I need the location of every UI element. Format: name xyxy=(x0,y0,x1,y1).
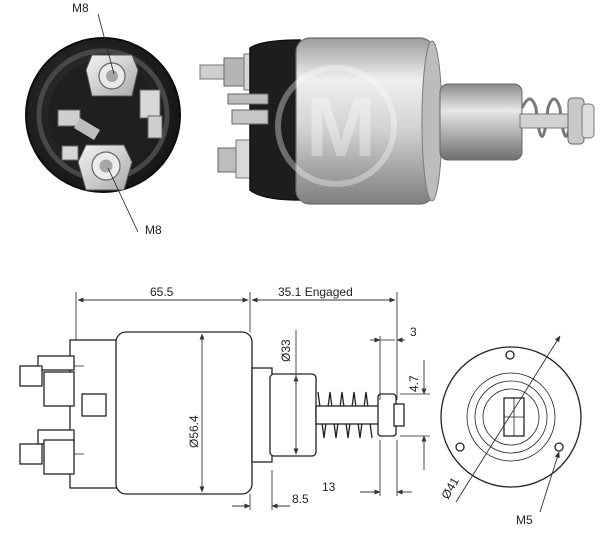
top-terminal-stud xyxy=(85,54,139,97)
dim-shaft-diameter: Ø33 xyxy=(279,339,293,362)
dim-collar-width: 8.5 xyxy=(292,492,309,506)
drawing-shaft xyxy=(269,373,317,457)
dim-body-length: 65.5 xyxy=(150,285,174,299)
drawing-shaft-collar xyxy=(251,367,273,463)
svg-text:M: M xyxy=(306,80,376,174)
drawing-main-body xyxy=(115,331,253,495)
photo-side-view: M xyxy=(199,37,595,205)
side-plunger xyxy=(439,83,523,161)
mount-hole-right xyxy=(554,442,564,452)
mount-hole-top xyxy=(505,350,515,360)
dim-plunger-travel: 35.1 Engaged xyxy=(278,285,353,299)
mount-hole-left xyxy=(455,442,465,452)
bottom-terminal-stud xyxy=(77,144,133,191)
watermark-logo: M xyxy=(275,65,397,187)
dim-tip-width: 3 xyxy=(410,325,417,339)
dim-body-diameter: Ø56.4 xyxy=(187,415,201,448)
drawing-terminal-block xyxy=(19,339,121,489)
photo-end-view: M8 M8 xyxy=(25,1,181,237)
dim-tip-offset: 4.7 xyxy=(407,375,421,392)
drawing-tip xyxy=(377,393,397,437)
technical-end-view: Ø41 M5 xyxy=(438,335,582,527)
side-stud-bottom xyxy=(217,139,253,179)
callout-bottom-m8: M8 xyxy=(145,223,162,237)
dim-spring-offset: 13 xyxy=(322,480,336,494)
callout-top-m8: M8 xyxy=(72,1,89,15)
technical-side-view: 65.5 35.1 Engaged 3 4.7 Ø56.4 Ø33 13 8.5 xyxy=(19,285,430,510)
spade-tabs xyxy=(57,89,163,161)
side-tip-stud xyxy=(567,97,595,145)
dim-mount-thread: M5 xyxy=(516,513,533,527)
